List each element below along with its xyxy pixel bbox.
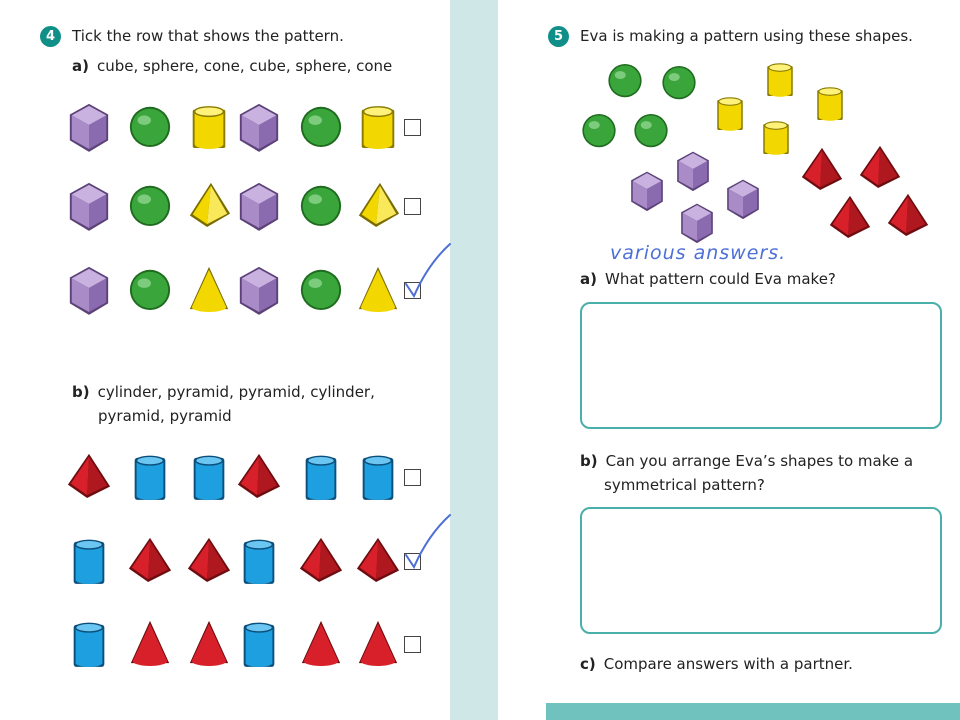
page-divider-strip — [450, 0, 498, 720]
footer-bar — [546, 703, 960, 720]
q4a-row3-shape-cube — [69, 266, 109, 315]
q4b-row3-shape-cone-red — [301, 620, 341, 666]
q5a-answer-box[interactable] — [580, 302, 942, 429]
q4a-row1-shape-sphere — [129, 106, 171, 148]
q4a-row1-shape-cylinder — [361, 106, 395, 149]
q4b-row3-shape-cone-red — [130, 620, 170, 666]
q4b-row1-shape-cylinder-blue — [362, 455, 394, 500]
q4a-row1-shape-cylinder — [192, 106, 226, 149]
q4b-row3-shape-cone-red — [189, 620, 229, 666]
q5b-text-line2: symmetrical pattern? — [604, 476, 765, 494]
q5c-text: Compare answers with a partner. — [603, 655, 853, 673]
q4a-row3-shape-sphere — [300, 269, 342, 311]
cluster-pyramid-1 — [801, 147, 843, 190]
handwritten-note: various answers. — [610, 242, 787, 264]
q4b-row2-shape-pyramid-red — [356, 537, 400, 582]
q5b-prompt: b) Can you arrange Eva’s shapes to make a… — [580, 449, 913, 497]
q4b-text-line1: cylinder, pyramid, pyramid, cylinder, — [97, 383, 375, 401]
q4a-prompt: a) cube, sphere, cone, cube, sphere, cone — [72, 57, 392, 75]
q4a-row3-shape-sphere — [129, 269, 171, 311]
q4b-row2-shape-pyramid-red — [187, 537, 231, 582]
q4b-row3-shape-cylinder-blue — [73, 622, 105, 667]
q4b-row1-shape-cylinder-blue — [305, 455, 337, 500]
q4a-row2-shape-cube — [69, 182, 109, 231]
q4b-label: b) — [72, 383, 90, 401]
q4a-row2-tickbox[interactable] — [404, 198, 421, 215]
q5c-label: c) — [580, 655, 596, 673]
cluster-cube-3 — [727, 179, 759, 220]
q4a-row2-shape-pyramid-yellow — [358, 182, 400, 227]
q4b-text-line2: pyramid, pyramid — [98, 407, 232, 425]
q4a-label: a) — [72, 57, 89, 75]
cluster-pyramid-3 — [829, 195, 871, 238]
cluster-pyramid-4 — [887, 193, 929, 236]
q4a-row1-tickbox[interactable] — [404, 119, 421, 136]
q4b-row2-shape-pyramid-red — [128, 537, 172, 582]
q4b-row3-shape-cylinder-blue — [243, 622, 275, 667]
q4a-row2-shape-sphere — [300, 185, 342, 227]
q5a-prompt: a) What pattern could Eva make? — [580, 270, 836, 288]
cluster-cylinder-2 — [817, 87, 843, 121]
q4b-row1-shape-pyramid-red — [67, 453, 111, 498]
cluster-cube-2 — [631, 171, 663, 212]
cluster-cube-4 — [681, 203, 713, 244]
q4a-row2-shape-cube — [239, 182, 279, 231]
q4b-row2-shape-pyramid-red — [299, 537, 343, 582]
cluster-cylinder-1 — [767, 63, 793, 97]
q4a-row3-shape-cone-yellow — [358, 266, 398, 312]
question-5-title: Eva is making a pattern using these shap… — [580, 27, 913, 45]
q4b-row3-tickbox[interactable] — [404, 636, 421, 653]
q4a-row1-shape-sphere — [300, 106, 342, 148]
q5a-text: What pattern could Eva make? — [604, 270, 836, 288]
q4b-row1-shape-cylinder-blue — [193, 455, 225, 500]
cluster-sphere-3 — [582, 113, 616, 148]
cluster-pyramid-2 — [859, 145, 901, 188]
q4a-row3-shape-cone-yellow — [189, 266, 229, 312]
q4a-row1-shape-cube — [69, 103, 109, 152]
q4a-row1-shape-cube — [239, 103, 279, 152]
q4a-row2-shape-sphere — [129, 185, 171, 227]
q5c-prompt: c) Compare answers with a partner. — [580, 655, 853, 673]
q4a-row3-shape-cube — [239, 266, 279, 315]
cluster-cube-1 — [677, 151, 709, 192]
question-4-title: Tick the row that shows the pattern. — [72, 27, 344, 45]
q4b-row2-shape-cylinder-blue — [73, 539, 105, 584]
handwritten-tick-mark — [405, 514, 451, 570]
q4b-row1-tickbox[interactable] — [404, 469, 421, 486]
cluster-sphere-1 — [608, 63, 642, 98]
q4b-row3-shape-cone-red — [358, 620, 398, 666]
cluster-sphere-4 — [634, 113, 668, 148]
question-4-number: 4 — [40, 26, 61, 47]
handwritten-tick-mark — [405, 243, 451, 299]
q4b-row1-shape-pyramid-red — [237, 453, 281, 498]
cluster-sphere-2 — [662, 65, 696, 100]
q4a-text: cube, sphere, cone, cube, sphere, cone — [96, 57, 393, 75]
q4a-row2-shape-pyramid-yellow — [189, 182, 231, 227]
q4b-row1-shape-cylinder-blue — [134, 455, 166, 500]
q5b-text-line1: Can you arrange Eva’s shapes to make a — [605, 452, 914, 470]
cluster-cylinder-4 — [763, 121, 789, 155]
q4b-prompt: b)cylinder, pyramid, pyramid, cylinder, … — [72, 380, 375, 428]
q4b-row2-shape-cylinder-blue — [243, 539, 275, 584]
q5b-label: b) — [580, 452, 598, 470]
q5b-answer-box[interactable] — [580, 507, 942, 634]
q5a-label: a) — [580, 270, 597, 288]
cluster-cylinder-3 — [717, 97, 743, 131]
question-5-number: 5 — [548, 26, 569, 47]
